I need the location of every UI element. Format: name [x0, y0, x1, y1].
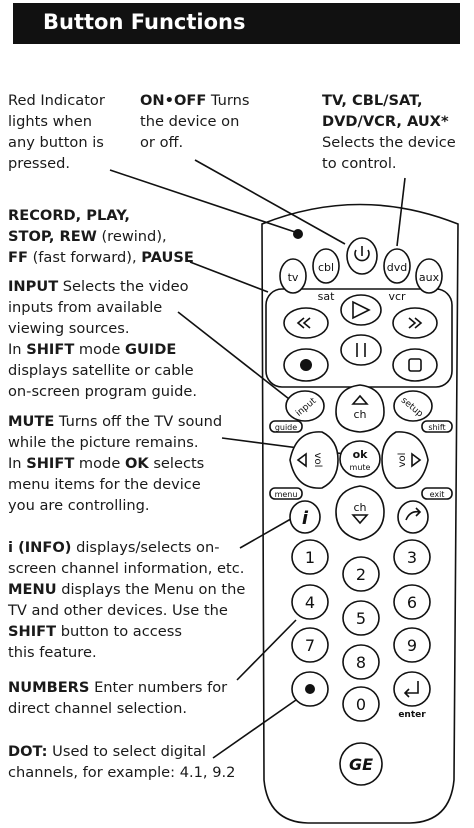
- exit-pill[interactable]: [421, 487, 453, 500]
- cbl-button[interactable]: [312, 248, 340, 284]
- callout-mute: MUTE Turns off the TV sound while the pi…: [8, 413, 223, 514]
- leader-info: [239, 515, 297, 549]
- ff-icon: [408, 317, 423, 329]
- menu-pill[interactable]: [269, 487, 303, 500]
- ge-logo: [339, 742, 383, 786]
- enter-label: enter: [398, 710, 426, 720]
- dvd-label: dvd: [387, 261, 407, 274]
- leader-device: [396, 177, 406, 247]
- indicator-light: [293, 229, 303, 239]
- num-0-label: 0: [356, 695, 366, 714]
- aux-button[interactable]: [415, 258, 443, 294]
- num-7-button[interactable]: [291, 627, 329, 663]
- page-title: Button Functions: [43, 10, 246, 34]
- rew-icon: [296, 317, 311, 329]
- last-channel-icon: [405, 507, 422, 521]
- leader-on-off: [194, 159, 346, 245]
- vol-down-button[interactable]: [289, 431, 339, 489]
- num-2-button[interactable]: [342, 556, 380, 592]
- num-9-button[interactable]: [393, 627, 431, 663]
- tv-button[interactable]: [279, 258, 307, 294]
- setup-button[interactable]: [393, 390, 433, 422]
- shift-label: shift: [428, 423, 445, 432]
- callout-input: INPUT Selects the video inputs from avai…: [8, 278, 197, 400]
- leader-numbers: [236, 619, 297, 681]
- callout-on-off: ON•OFF Turns the device on or off.: [140, 92, 250, 151]
- last-channel-button[interactable]: [397, 500, 429, 534]
- remote-body: [261, 203, 459, 824]
- num-7-label: 7: [305, 636, 315, 655]
- mute-label: mute: [350, 463, 371, 472]
- ch-up-arrow-icon: [351, 394, 369, 405]
- num-5-label: 5: [356, 609, 366, 628]
- callout-info: i (INFO) displays/selects on- screen cha…: [8, 539, 246, 661]
- enter-icon: [403, 681, 419, 698]
- num-6-button[interactable]: [393, 584, 431, 620]
- ok-label: ok: [353, 448, 369, 461]
- menu-label: menu: [275, 490, 298, 499]
- num-0-button[interactable]: [342, 686, 380, 722]
- guide-pill[interactable]: [269, 420, 303, 433]
- ch-down-arrow-icon: [351, 514, 369, 525]
- num-1-label: 1: [305, 548, 315, 567]
- exit-label: exit: [430, 490, 445, 499]
- play-button[interactable]: [340, 294, 382, 326]
- callout-numbers: NUMBERS Enter numbers for direct channel…: [8, 679, 228, 717]
- callout-device-select: TV, CBL/SAT, DVD/VCR, AUX* Selects the d…: [322, 92, 456, 172]
- ok-mute-button[interactable]: [339, 440, 381, 478]
- ch-down-button[interactable]: [335, 485, 385, 541]
- info-label: i: [302, 508, 309, 529]
- guide-label: guide: [275, 423, 297, 432]
- leader-red-indicator: [109, 169, 296, 233]
- cbl-label: cbl: [318, 261, 334, 274]
- vol-down-arrow-icon: [296, 452, 307, 468]
- ch-down-label: ch: [353, 501, 366, 514]
- sat-label: sat: [318, 290, 335, 303]
- num-3-label: 3: [407, 548, 417, 567]
- leader-record: [189, 261, 269, 293]
- callout-record: RECORD, PLAY, STOP, REW (rewind), FF (fa…: [8, 207, 194, 266]
- num-1-button[interactable]: [291, 539, 329, 575]
- ge-logo-text: GE: [349, 755, 373, 774]
- input-button[interactable]: [285, 390, 325, 422]
- stop-button[interactable]: [392, 348, 438, 382]
- callout-dot: DOT: Used to select digital channels, fo…: [8, 743, 236, 781]
- vol-up-button[interactable]: [381, 431, 429, 489]
- vol-up-label: vol: [397, 453, 408, 468]
- enter-button[interactable]: [393, 671, 431, 707]
- dot-icon: [305, 684, 315, 694]
- leader-dot: [212, 699, 297, 759]
- num-2-label: 2: [356, 565, 366, 584]
- num-8-button[interactable]: [342, 644, 380, 680]
- leader-input: [177, 311, 299, 407]
- play-icon: [352, 300, 371, 320]
- num-6-label: 6: [407, 593, 417, 612]
- vol-down-label: vol: [312, 453, 323, 468]
- num-4-label: 4: [305, 593, 315, 612]
- tv-label: tv: [288, 271, 299, 284]
- num-5-button[interactable]: [342, 600, 380, 636]
- power-icon: [354, 249, 370, 262]
- vcr-label: vcr: [388, 290, 406, 303]
- num-4-button[interactable]: [291, 584, 329, 620]
- info-button[interactable]: [289, 500, 321, 534]
- num-8-label: 8: [356, 653, 366, 672]
- title-bar: Button Functions: [13, 3, 460, 44]
- ch-up-label: ch: [353, 408, 366, 421]
- record-icon: [300, 359, 312, 371]
- aux-label: aux: [419, 271, 440, 284]
- stop-icon: [408, 358, 422, 372]
- rew-button[interactable]: [283, 307, 329, 339]
- pause-button[interactable]: [340, 334, 382, 366]
- num-3-button[interactable]: [393, 539, 431, 575]
- vol-up-arrow-icon: [411, 452, 422, 468]
- ch-up-button[interactable]: [335, 384, 385, 433]
- dvd-button[interactable]: [383, 248, 411, 284]
- num-9-label: 9: [407, 636, 417, 655]
- shift-pill[interactable]: [421, 420, 453, 433]
- callout-red-indicator: Red Indicator lights when any button is …: [8, 92, 105, 172]
